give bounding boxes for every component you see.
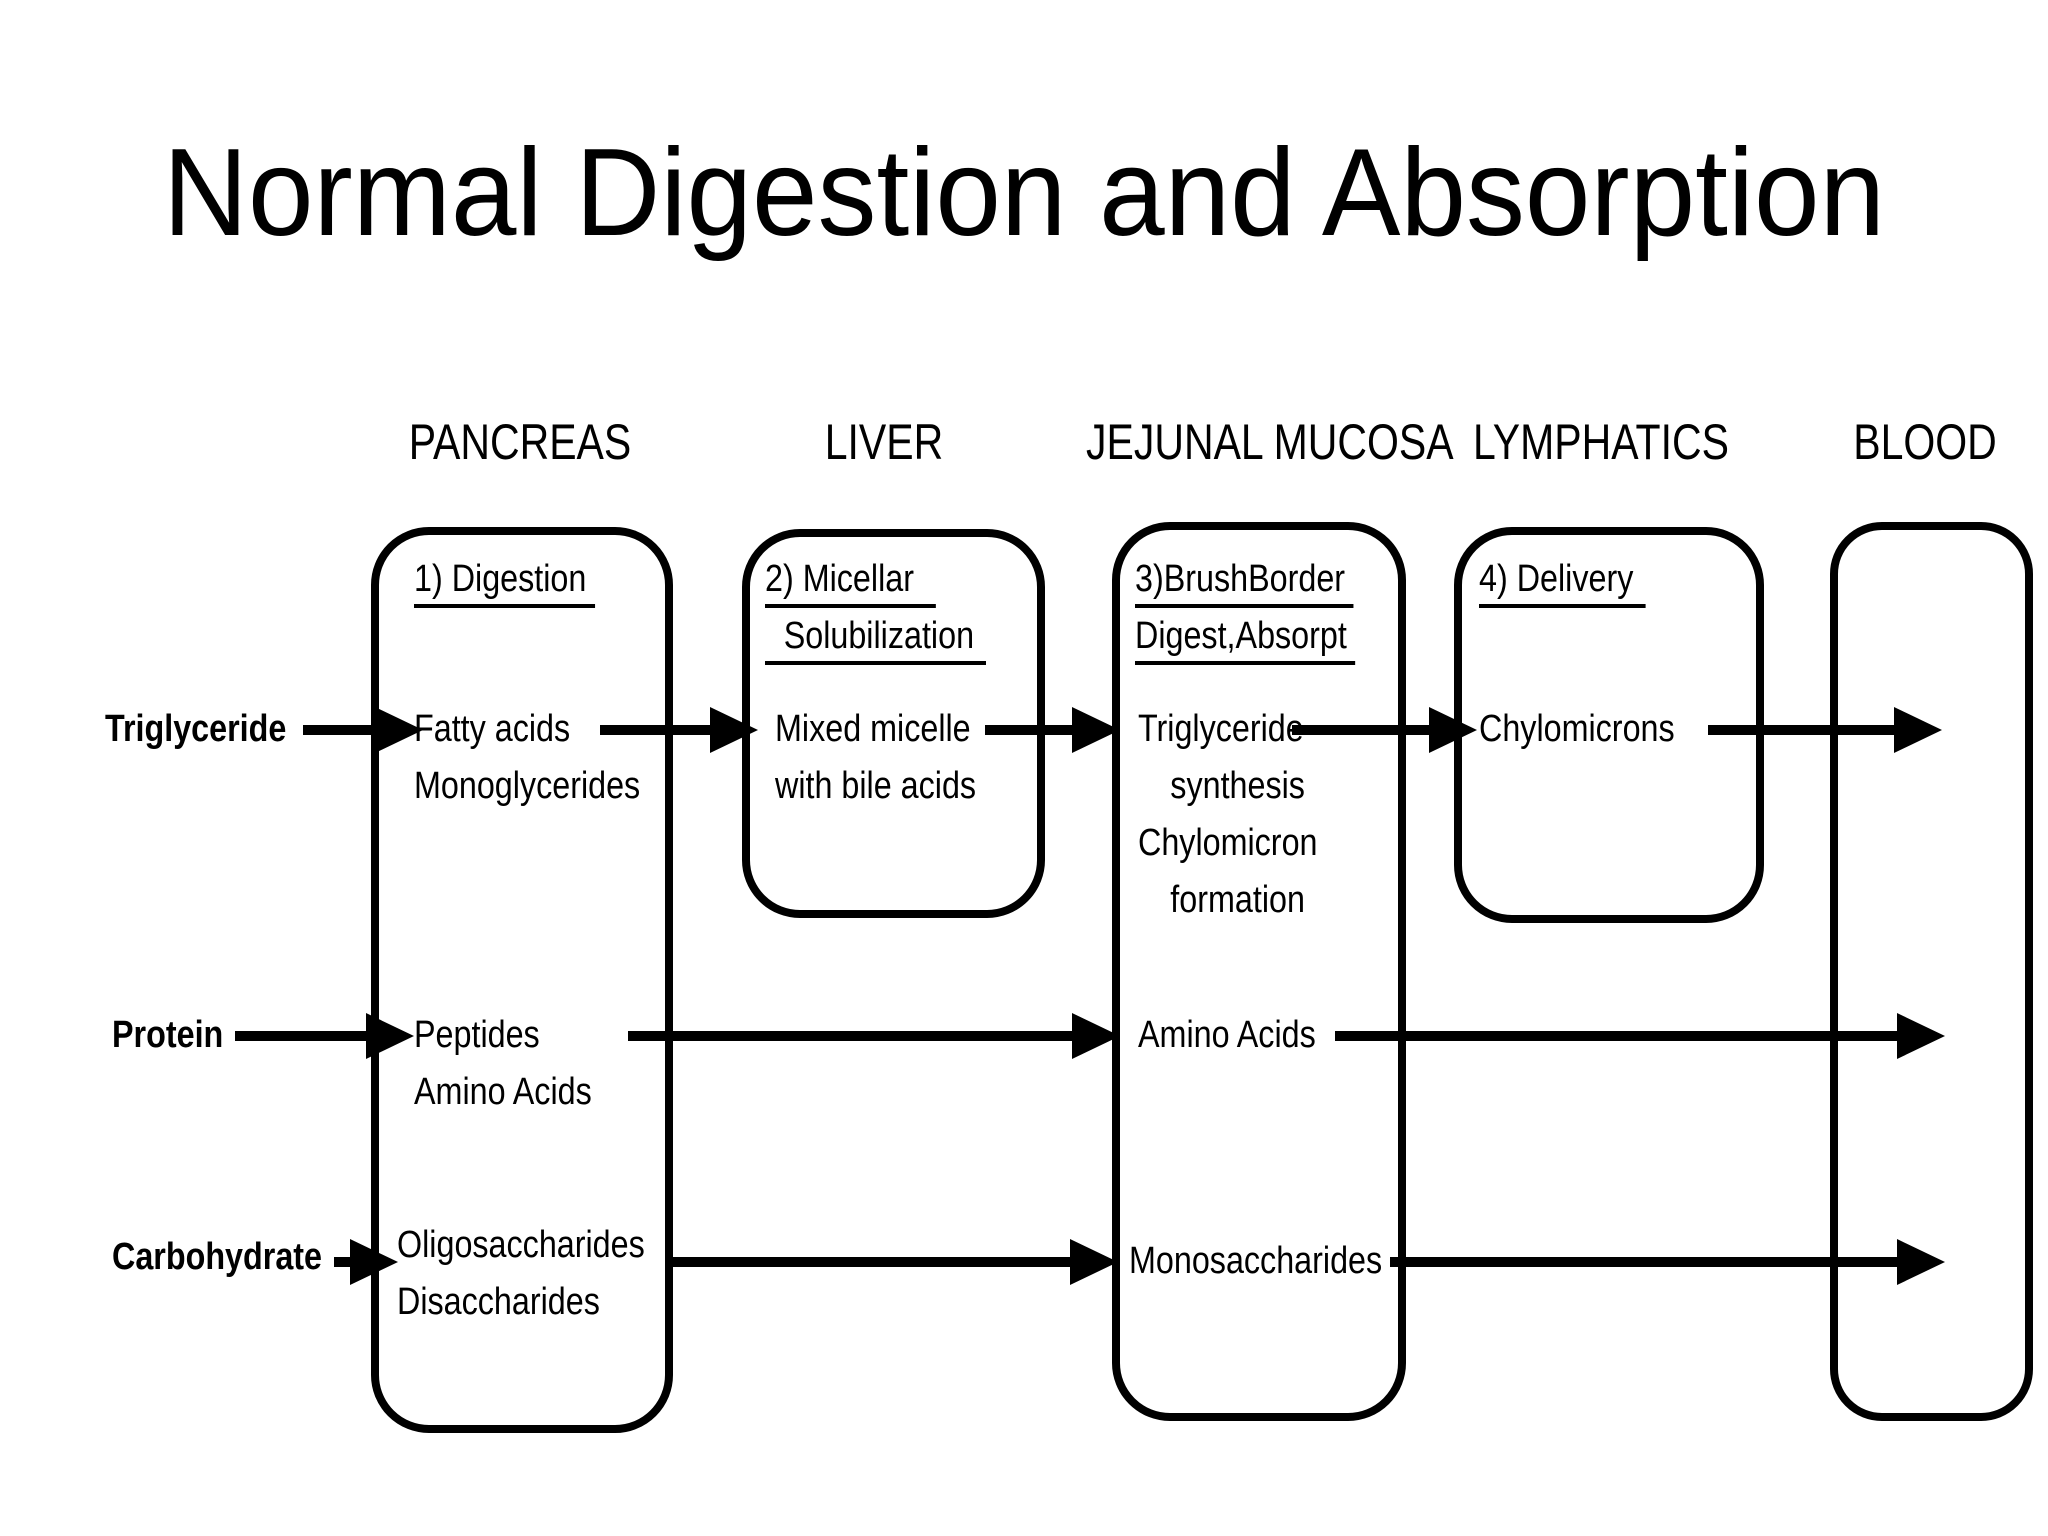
jejunal-protein-products: Amino Acids [1138,1007,1316,1064]
lymphatics-step-label: 4) Delivery [1479,556,1646,608]
pancreas-step-title: 1) Digestion [414,551,595,608]
product-line: Amino Acids [1138,1014,1316,1056]
product-line: Disaccharides [397,1281,600,1323]
column-header-blood: BLOOD [1853,414,1997,470]
product-line: Triglyceride [1138,708,1304,750]
product-line: Monoglycerides [414,765,641,807]
product-line: Monosaccharides [1129,1240,1383,1282]
row-label-carbohydrate: Carbohydrate [112,1236,323,1278]
lymphatics-step-title: 4) Delivery [1479,551,1646,608]
arrow-saccharides-to-jejunal [671,1239,1118,1285]
lymphatics-triglyceride-products: Chylomicrons [1479,701,1675,758]
product-line: formation [1170,879,1305,921]
liver-step-line2: Solubilization [765,613,986,665]
product-line: Fatty acids [414,708,571,750]
blood-box [1830,522,2033,1421]
row-label-protein: Protein [112,1014,224,1056]
jejunal-step-title: 3)BrushBorder Digest,Absorpt [1135,551,1356,665]
product-line: Mixed micelle [775,708,971,750]
jejunal-triglyceride-products: Triglyceride synthesis Chylomicron forma… [1138,701,1317,929]
jejunal-carbohydrate-products: Monosaccharides [1129,1233,1382,1290]
pancreas-step-label: 1) Digestion [414,556,595,608]
pancreas-triglyceride-products: Fatty acids Monoglycerides [414,701,640,815]
column-header-jejunal-mucosa: JEJUNAL MUCOSA [1086,414,1454,470]
column-header-liver: LIVER [824,414,944,470]
slide-title: Normal Digestion and Absorption [162,124,1886,262]
pancreas-carbohydrate-products: Oligosaccharides Disaccharides [397,1217,645,1331]
jejunal-step-line2: Digest,Absorpt [1135,613,1356,665]
column-header-pancreas: PANCREAS [408,414,632,470]
pancreas-box [371,527,673,1433]
column-header-lymphatics: LYMPHATICS [1473,414,1729,470]
liver-step-title: 2) Micellar Solubilization [765,551,986,665]
liver-step-line1: 2) Micellar [765,556,937,608]
jejunal-mucosa-box [1112,522,1406,1421]
product-line: with bile acids [775,765,977,807]
product-line: Peptides [414,1014,540,1056]
jejunal-step-line1: 3)BrushBorder [1135,556,1354,608]
row-label-triglyceride: Triglyceride [105,708,287,750]
pancreas-protein-products: Peptides Amino Acids [414,1007,592,1121]
product-line: Oligosaccharides [397,1224,645,1266]
arrow-peptides-to-jejunal [628,1013,1120,1059]
product-line: Chylomicron [1138,822,1318,864]
product-line: Amino Acids [414,1071,592,1113]
liver-triglyceride-products: Mixed micelle with bile acids [775,701,976,815]
product-line: Chylomicrons [1479,708,1675,750]
product-line: synthesis [1170,765,1305,807]
